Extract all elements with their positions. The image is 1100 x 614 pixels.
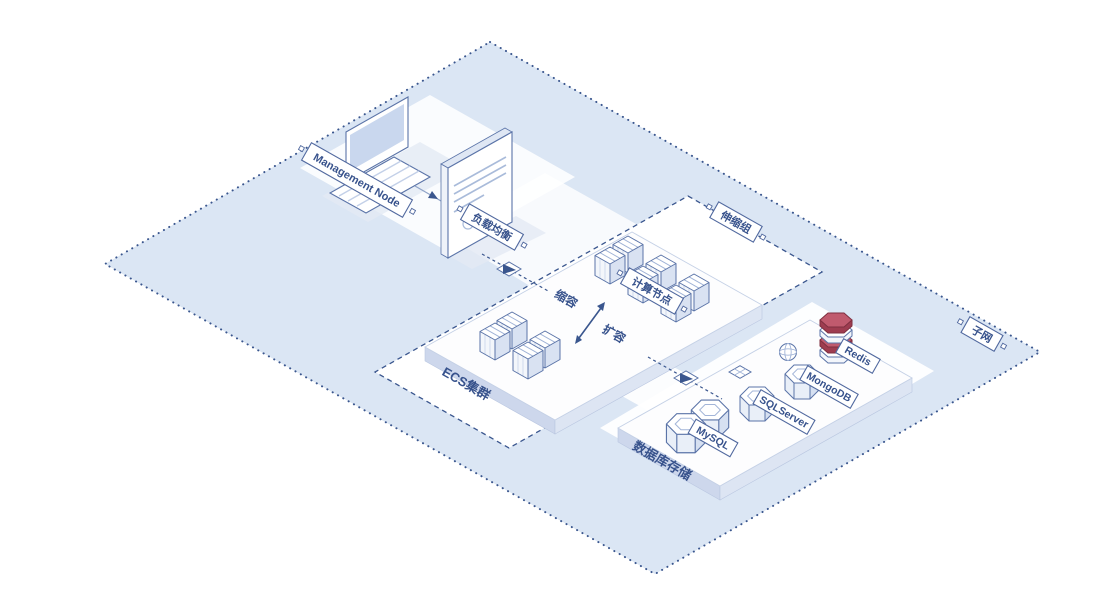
mongodb-icon [779, 343, 820, 400]
compute-cube-icon [512, 341, 544, 380]
sqlserver-icon [727, 365, 775, 422]
tag-pin [408, 207, 417, 216]
tag-pin [999, 342, 1008, 350]
flow-arrow-icon [428, 191, 438, 199]
tag-pin [759, 233, 767, 241]
tag-pin [456, 205, 464, 213]
connector-lb-to-ecs [481, 253, 551, 293]
connector-ecs-to-db [647, 356, 723, 400]
grid-panel-icon [727, 365, 753, 379]
scale-arrow-icon [575, 302, 605, 344]
globe-icon [779, 343, 797, 361]
flow-arrow-icon [503, 264, 516, 274]
tag-pin [956, 318, 965, 326]
tag-pin [297, 144, 306, 153]
subnet-tag: 子网 [956, 316, 1008, 352]
ecs-platform [424, 231, 763, 435]
tag-pin [520, 241, 528, 249]
tag-pin [705, 203, 713, 211]
compute-cube-icon [594, 246, 626, 285]
flow-arrow-icon [680, 373, 693, 383]
tag-pin [680, 305, 688, 313]
redis-tag: Redis [835, 337, 881, 375]
tag-pin [616, 269, 624, 277]
compute-cube-icon [479, 322, 511, 361]
scaling-group-boundary [373, 195, 824, 449]
